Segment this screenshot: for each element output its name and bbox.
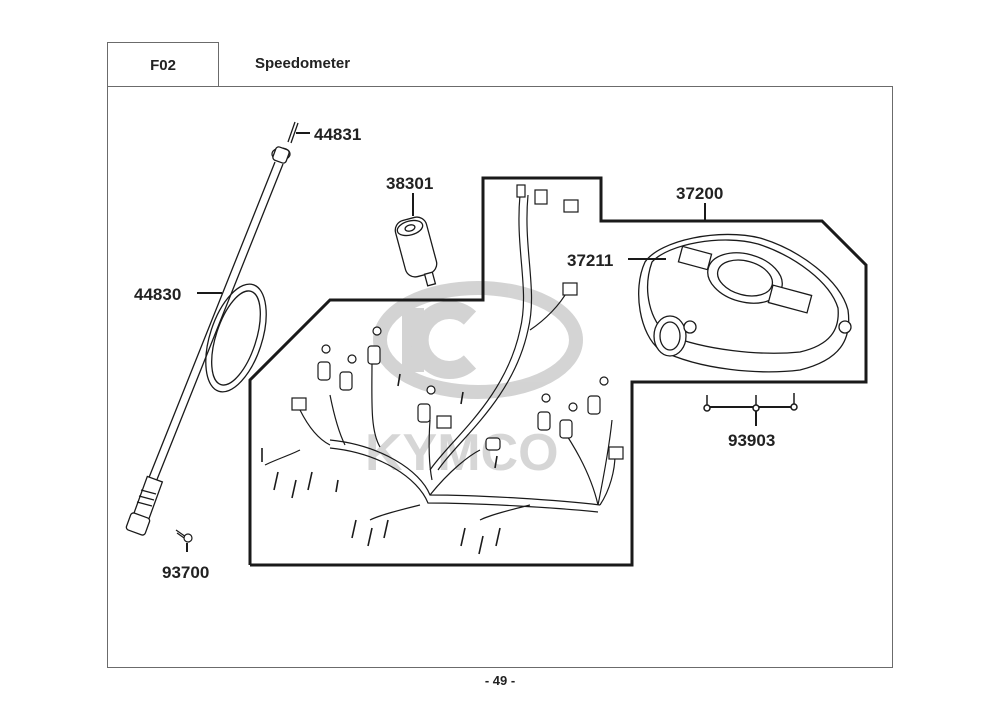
part-label-44831[interactable]: 44831 (314, 125, 361, 144)
diagram-frame (107, 86, 893, 668)
part-label-38301[interactable]: 38301 (386, 174, 433, 193)
part-label-44830[interactable]: 44830 (134, 285, 181, 304)
part-label-37211[interactable]: 37211 (567, 251, 613, 270)
kymco-watermark: KYMCO (365, 281, 583, 482)
section-code: F02 (107, 42, 219, 87)
screws-93903-drawing (703, 393, 798, 426)
speedometer-cable-drawing (125, 121, 299, 536)
section-code-text: F02 (150, 56, 176, 74)
leader-lines (197, 132, 706, 294)
wiring-harness-drawing (261, 184, 624, 555)
part-label-37200[interactable]: 37200 (676, 184, 723, 203)
speedometer-meter-drawing (638, 233, 852, 373)
watermark-text: KYMCO (365, 424, 559, 482)
part-label-93700[interactable]: 93700 (162, 563, 209, 582)
page-number: - 49 - (484, 673, 516, 688)
assembly-group-outline (248, 176, 868, 567)
part-label-93903[interactable]: 93903 (728, 431, 775, 450)
screw-93700-drawing (175, 529, 193, 552)
page-title: Speedometer (255, 55, 351, 72)
bulb-socket-drawing (394, 193, 438, 287)
